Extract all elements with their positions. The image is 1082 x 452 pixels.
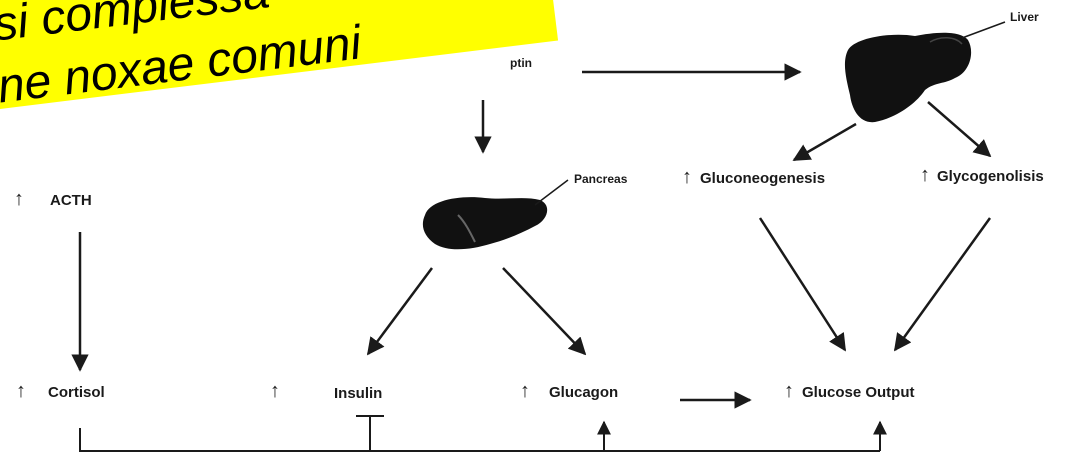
cortisol-feedback-lines (80, 416, 880, 452)
label-leptin: ptin (510, 56, 532, 70)
label-acth: ACTH (50, 192, 92, 209)
label-gluconeogenesis: Gluconeogenesis (700, 170, 825, 187)
up-arrow-icon: ↑ (784, 380, 794, 403)
label-liver: Liver (1010, 10, 1039, 24)
arrow-glycogenolisis-glucose (895, 218, 990, 350)
up-arrow-icon: ↑ (14, 188, 24, 211)
liver-organ (845, 22, 1005, 122)
label-glucagon: Glucagon (549, 384, 618, 401)
label-cortisol: Cortisol (48, 384, 105, 401)
arrow-pancreas-glucagon (503, 268, 585, 354)
up-arrow-icon: ↑ (682, 166, 692, 189)
label-insulin: Insulin (334, 385, 382, 402)
up-arrow-icon: ↑ (270, 380, 280, 403)
up-arrow-icon: ↑ (16, 380, 26, 403)
up-arrow-icon: ↑ (520, 380, 530, 403)
flow-arrows (80, 72, 990, 400)
label-pancreas: Pancreas (574, 172, 627, 186)
arrow-liver-glycogenolisis (928, 102, 990, 156)
arrow-pancreas-insulin (368, 268, 432, 354)
label-glucose-output: Glucose Output (802, 384, 915, 401)
up-arrow-icon: ↑ (920, 164, 930, 187)
label-glycogenolisis: Glycogenolisis (937, 168, 1044, 185)
pancreas-organ (423, 180, 568, 249)
arrow-liver-gluconeogenesis (794, 124, 856, 160)
arrow-gluconeogenesis-glucose (760, 218, 845, 350)
